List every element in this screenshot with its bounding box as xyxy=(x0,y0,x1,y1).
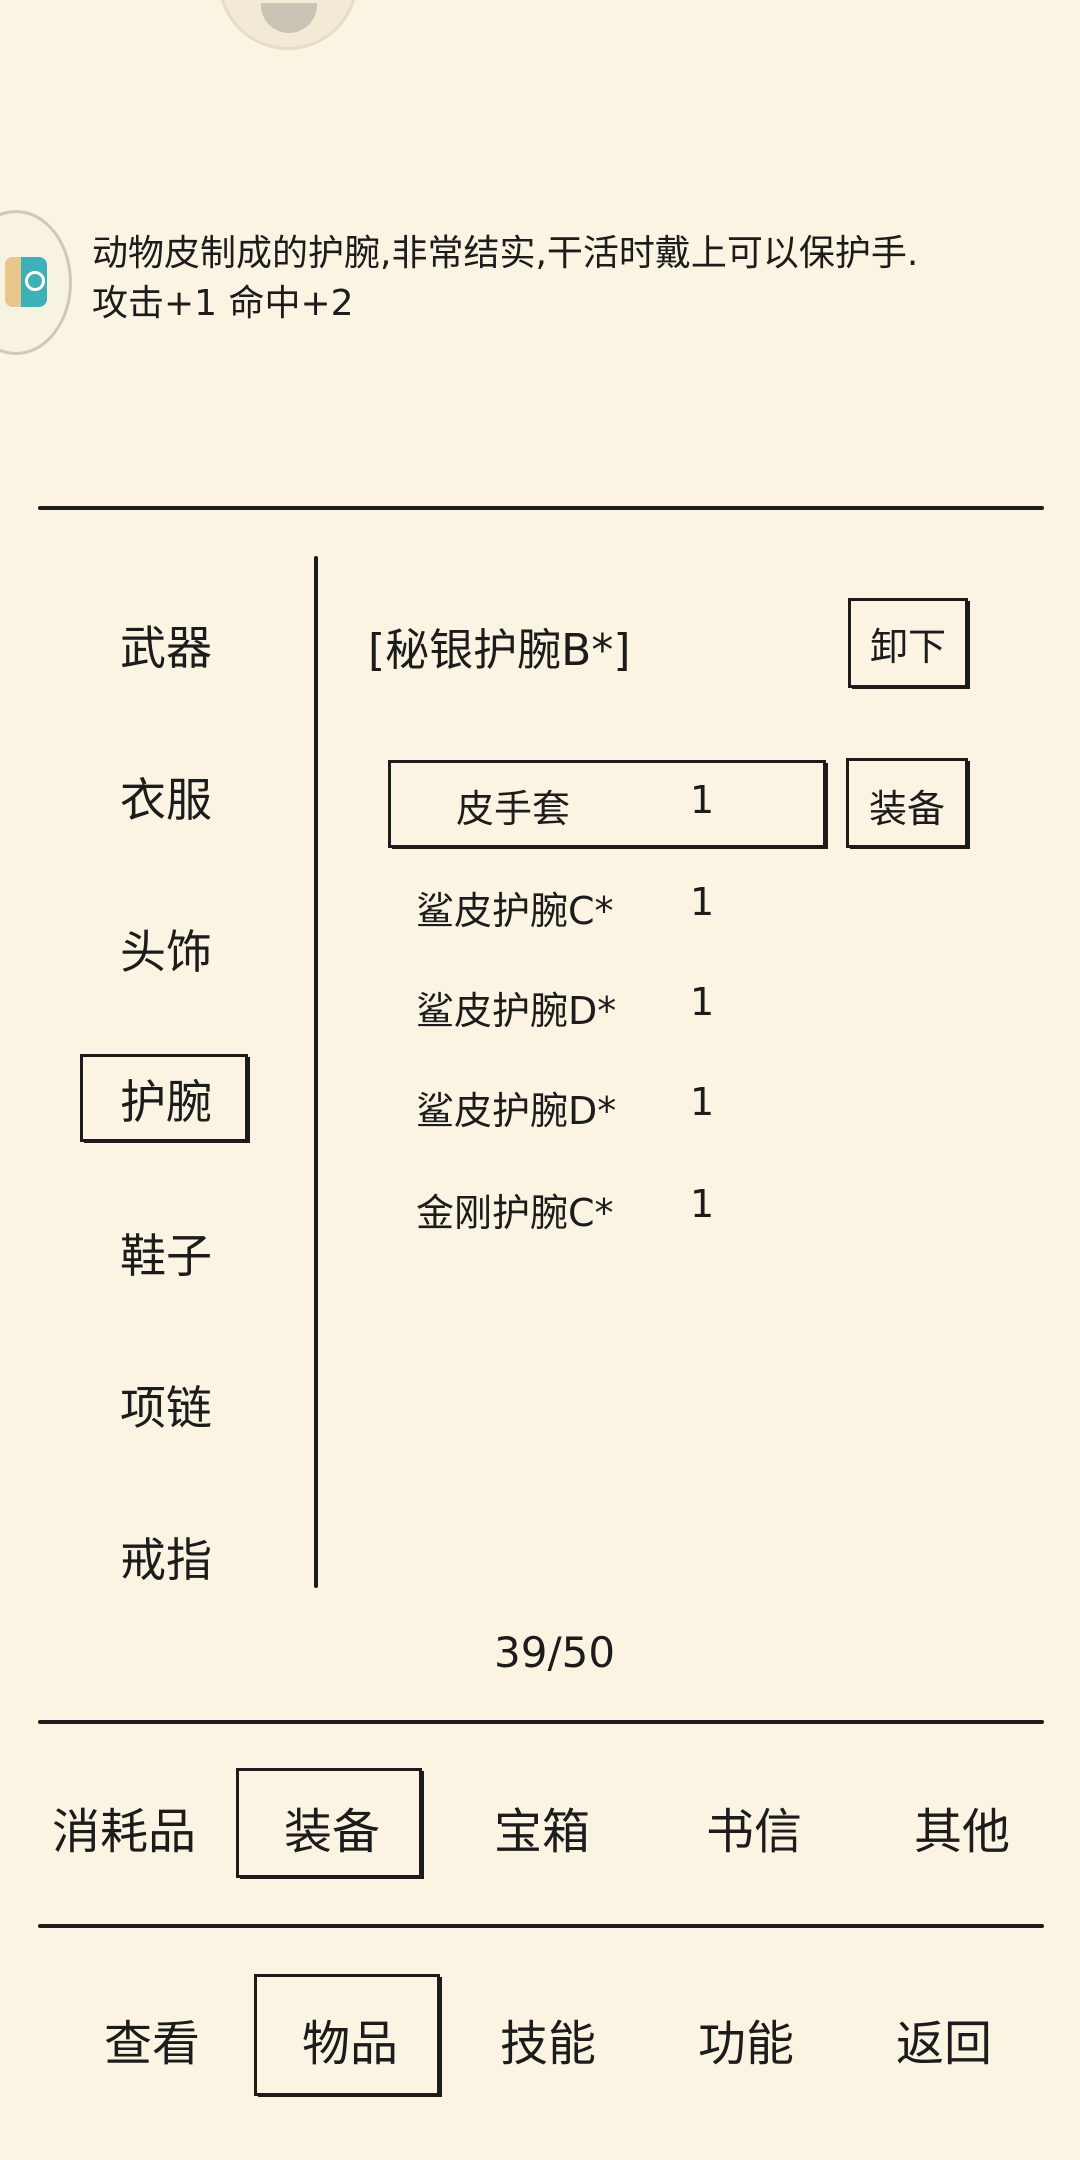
item-qty: 1 xyxy=(690,880,715,924)
nav-view[interactable]: 查看 xyxy=(104,2016,201,2072)
nav-skills[interactable]: 技能 xyxy=(500,2016,597,2072)
category-divider xyxy=(314,556,318,1588)
equip-button[interactable] xyxy=(846,758,968,848)
tab-chests[interactable]: 宝箱 xyxy=(494,1804,591,1860)
nav-items-selected[interactable] xyxy=(254,1974,440,2096)
tab-other[interactable]: 其他 xyxy=(914,1804,1011,1860)
item-name[interactable]: 皮手套 xyxy=(456,787,571,831)
equip-button-label[interactable]: 装备 xyxy=(868,787,945,831)
equipped-item-name: [秘银护腕B*] xyxy=(368,625,631,676)
unequip-button[interactable] xyxy=(848,598,968,688)
item-qty: 1 xyxy=(690,1080,715,1124)
item-name[interactable]: 鲨皮护腕D* xyxy=(416,989,617,1033)
top-avatar[interactable] xyxy=(218,0,358,50)
item-name[interactable]: 金刚护腕C* xyxy=(416,1191,614,1235)
item-description: 动物皮制成的护腕,非常结实,干活时戴上可以保护手. xyxy=(92,233,919,274)
divider-nav-top xyxy=(38,1924,1044,1928)
category-necklace[interactable]: 项链 xyxy=(120,1381,212,1435)
tab-consumables[interactable]: 消耗品 xyxy=(52,1804,197,1860)
nav-items[interactable]: 物品 xyxy=(302,2016,399,2072)
inventory-capacity: 39/50 xyxy=(494,1628,616,1677)
avatar-face-icon xyxy=(261,3,317,33)
tab-letters[interactable]: 书信 xyxy=(706,1804,803,1860)
divider-tabs-top xyxy=(38,1720,1044,1724)
category-headwear[interactable]: 头饰 xyxy=(120,925,212,979)
tab-equipment-selected[interactable] xyxy=(236,1768,422,1878)
category-bracer-selected[interactable] xyxy=(80,1054,248,1142)
item-qty: 1 xyxy=(690,778,715,822)
category-ring[interactable]: 戒指 xyxy=(120,1533,212,1587)
item-name[interactable]: 鲨皮护腕D* xyxy=(416,1089,617,1133)
item-qty: 1 xyxy=(690,1182,715,1226)
tab-equipment[interactable]: 装备 xyxy=(284,1804,381,1860)
category-bracer[interactable]: 护腕 xyxy=(120,1075,212,1129)
item-row-selected[interactable] xyxy=(388,760,826,848)
item-icon xyxy=(0,210,72,355)
category-clothes[interactable]: 衣服 xyxy=(120,773,212,827)
nav-back[interactable]: 返回 xyxy=(896,2016,993,2072)
item-qty: 1 xyxy=(690,980,715,1024)
item-stats: 攻击+1 命中+2 xyxy=(92,283,354,324)
unequip-button-label[interactable]: 卸下 xyxy=(869,625,946,669)
category-weapon[interactable]: 武器 xyxy=(120,621,212,675)
category-shoes[interactable]: 鞋子 xyxy=(120,1229,212,1283)
bracer-icon xyxy=(5,257,47,307)
nav-functions[interactable]: 功能 xyxy=(698,2016,795,2072)
divider-top xyxy=(38,506,1044,510)
item-name[interactable]: 鲨皮护腕C* xyxy=(416,889,614,933)
